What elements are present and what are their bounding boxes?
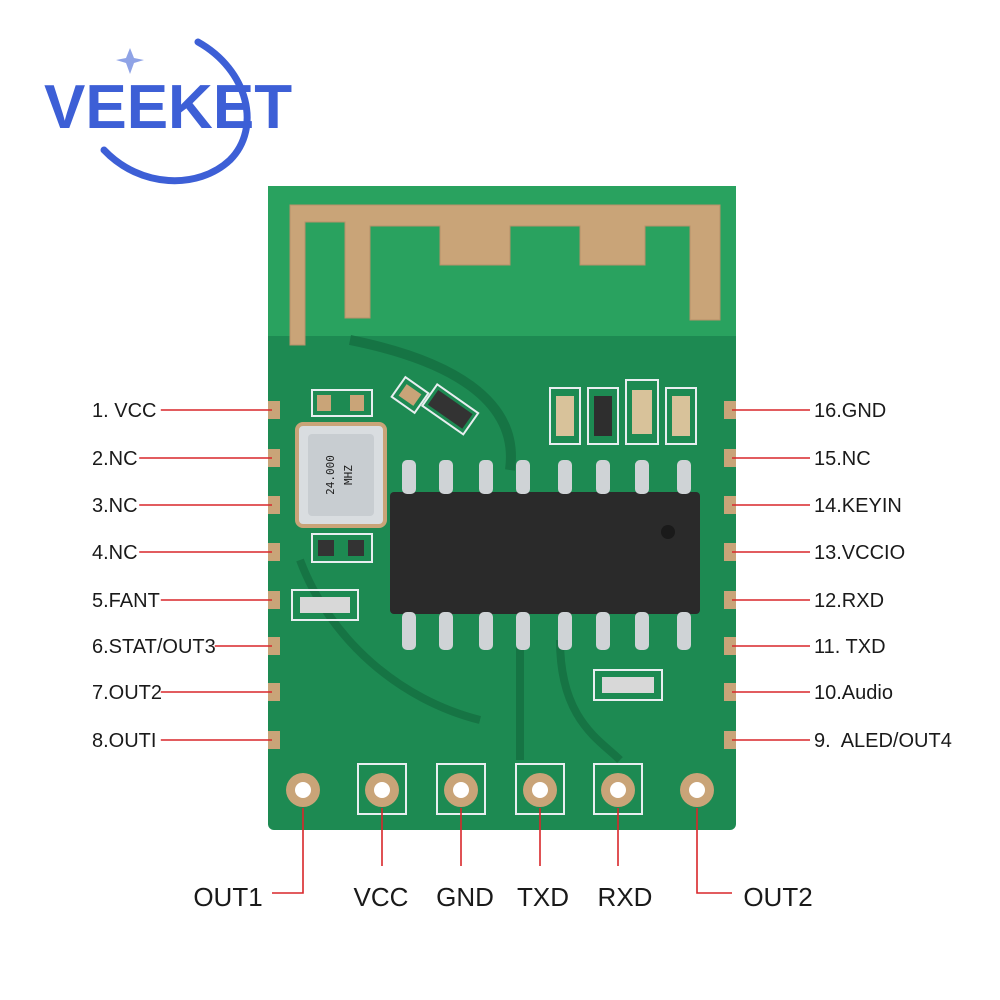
left-pad-7: [268, 683, 280, 701]
right-pin-label-16: 16.GND: [814, 400, 886, 422]
left-pin-label-4: 4.NC: [92, 542, 138, 564]
ic-leg-bottom: [677, 612, 691, 650]
bottom-pad-hole: [295, 782, 311, 798]
ic-leg-top: [439, 460, 453, 494]
left-pad-8: [268, 731, 280, 749]
crystal-unit-text: MHZ: [342, 465, 355, 485]
bottom-pin-label-4: TXD: [517, 882, 569, 912]
ic-leg-top: [516, 460, 530, 494]
left-pad-2: [268, 449, 280, 467]
pcb-trace-bottom: [516, 639, 623, 763]
left-pin-label-3: 3.NC: [92, 495, 138, 517]
brand-name: VEEKET: [44, 73, 292, 142]
ic-leg-bottom: [635, 612, 649, 650]
smd-components: [291, 375, 697, 701]
bottom-pin-label-1: OUT1: [193, 882, 262, 912]
ic-pin1-dot: [661, 525, 675, 539]
bottom-pin-label-6: OUT2: [743, 882, 812, 912]
left-pad-4: [268, 543, 280, 561]
left-pin-label-1: 1. VCC: [92, 400, 156, 422]
bottom-pad-hole: [532, 782, 548, 798]
ic-leg-bottom: [516, 612, 530, 650]
bottom-pin-label-2: VCC: [354, 882, 409, 912]
bottom-pin-labels: OUT1 VCC GND TXD RXD OUT2: [193, 808, 813, 912]
logo-swoosh: [100, 38, 251, 185]
right-pad-11: [724, 637, 736, 655]
main-ic-chip: [390, 460, 700, 650]
right-pin-label-12: 12.RXD: [814, 590, 884, 612]
right-pin-label-14: 14.KEYIN: [814, 495, 902, 517]
bottom-pad-hole: [453, 782, 469, 798]
left-pin-label-6: 6.STAT/OUT3: [92, 636, 216, 658]
left-pin-label-5: 5.FANT: [92, 590, 160, 612]
right-pad-10: [724, 683, 736, 701]
right-pad-15: [724, 449, 736, 467]
brand-logo: VEEKET: [44, 38, 292, 185]
leader-line: [696, 808, 732, 894]
bottom-pad-hole: [374, 782, 390, 798]
ic-leg-bottom: [596, 612, 610, 650]
left-pin-labels: 1. VCC 2.NC 3.NC 4.NC 5.FANT 6.STAT/OUT3 7.OUT…: [92, 400, 272, 752]
ic-leg-top: [596, 460, 610, 494]
left-pin-label-7: 7.OUT2: [92, 682, 162, 704]
ic-leg-top: [558, 460, 572, 494]
ic-leg-bottom: [439, 612, 453, 650]
right-pin-label-11: 11. TXD: [814, 636, 886, 658]
right-pin-label-9: 9. ALED/OUT4: [814, 730, 952, 752]
ic-leg-bottom: [402, 612, 416, 650]
bottom-pad-hole: [610, 782, 626, 798]
pcb-side-pads: [268, 401, 736, 749]
right-pin-label-15: 15.NC: [814, 448, 871, 470]
ic-leg-bottom: [558, 612, 572, 650]
left-pad-1: [268, 401, 280, 419]
left-pad-6: [268, 637, 280, 655]
left-pin-label-8: 8.OUTI: [92, 730, 156, 752]
right-pin-label-10: 10.Audio: [814, 682, 893, 704]
pcb-trace-arc: [349, 335, 516, 471]
pcb-antenna-trace: [289, 204, 721, 346]
right-pad-16: [724, 401, 736, 419]
right-pad-9: [724, 731, 736, 749]
ic-leg-top: [635, 460, 649, 494]
logo-star-icon: [116, 48, 144, 74]
leader-line: [272, 808, 304, 894]
right-pad-12: [724, 591, 736, 609]
bottom-pin-label-3: GND: [436, 882, 494, 912]
right-pin-labels: 16.GND 15.NC 14.KEYIN 13.VCCIO 12.RXD 11. TXD…: [732, 400, 952, 752]
ic-leg-bottom: [479, 612, 493, 650]
pcb-board: 24.000 MHZ: [268, 186, 736, 830]
ic-leg-top: [677, 460, 691, 494]
bottom-pin-label-5: RXD: [598, 882, 653, 912]
left-pin-label-2: 2.NC: [92, 448, 138, 470]
ic-leg-top: [402, 460, 416, 494]
ic-leg-top: [479, 460, 493, 494]
right-pad-13: [724, 543, 736, 561]
crystal-oscillator: 24.000 MHZ: [295, 422, 387, 528]
bottom-pad-hole: [689, 782, 705, 798]
left-pad-5: [268, 591, 280, 609]
crystal-freq-text: 24.000: [324, 455, 337, 495]
left-pad-3: [268, 496, 280, 514]
right-pad-14: [724, 496, 736, 514]
right-pin-label-13: 13.VCCIO: [814, 542, 905, 564]
